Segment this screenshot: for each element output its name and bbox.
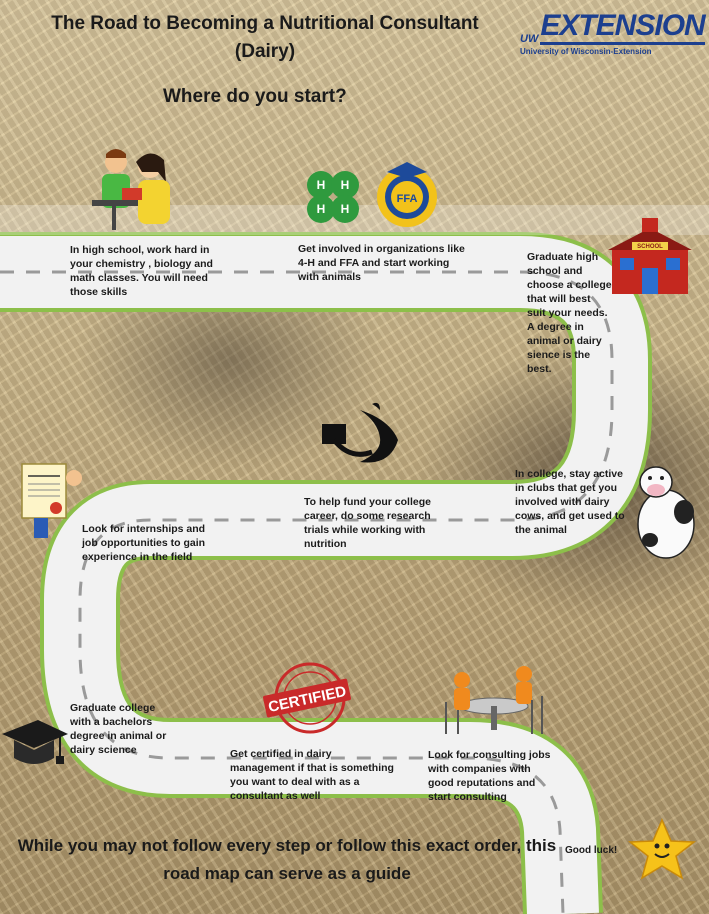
step-high-school-classes: In high school, work hard in your chemis… xyxy=(70,244,213,298)
meeting-table-icon xyxy=(445,666,543,734)
star-icon xyxy=(627,818,697,880)
students-icon xyxy=(92,149,170,230)
logo-uw: UW xyxy=(520,33,539,45)
good-luck-label: Good luck! xyxy=(565,845,618,856)
scientist-icon xyxy=(322,402,398,463)
step-research-trials: To help fund your college career, do som… xyxy=(304,496,431,550)
closing-note: While you may not follow every step or f… xyxy=(17,836,557,883)
step-graduate-college: Graduate college with a bachelors degree… xyxy=(70,702,167,756)
svg-text:H: H xyxy=(317,178,326,192)
lane-dashes xyxy=(0,270,614,914)
uw-extension-logo: UW EXTENSION University of Wisconsin-Ext… xyxy=(520,10,706,57)
school-house-icon: SCHOOL xyxy=(608,218,692,294)
step-join-organizations: Get involved in organizations like 4-H a… xyxy=(298,243,465,283)
step-college-clubs: In college, stay active in clubs that ge… xyxy=(515,468,625,536)
svg-text:H: H xyxy=(341,202,350,216)
logo-brand: EXTENSION xyxy=(540,10,706,45)
svg-text:H: H xyxy=(341,178,350,192)
step-get-certified: Get certified in dairy management if tha… xyxy=(230,748,394,802)
graduation-cap-icon xyxy=(2,720,68,764)
step-consulting-jobs: Look for consulting jobs with companies … xyxy=(428,749,551,803)
logo-subtitle: University of Wisconsin-Extension xyxy=(520,47,652,56)
school-sign: SCHOOL xyxy=(637,244,663,250)
certified-stamp-icon: CERTIFIED xyxy=(263,662,351,734)
ffa-emblem-icon: FFA xyxy=(377,162,437,227)
step-graduate-high-school: Graduate high school and choose a colleg… xyxy=(527,251,612,375)
svg-text:H: H xyxy=(317,202,326,216)
diploma-icon xyxy=(21,463,82,538)
cow-icon xyxy=(637,466,695,559)
ffa-emblem-text: FFA xyxy=(397,193,418,205)
page-subtitle: Where do you start? xyxy=(163,86,347,107)
page-title: The Road to Becoming a Nutritional Consu… xyxy=(51,13,479,62)
step-internships: Look for internships and job opportuniti… xyxy=(82,523,206,563)
